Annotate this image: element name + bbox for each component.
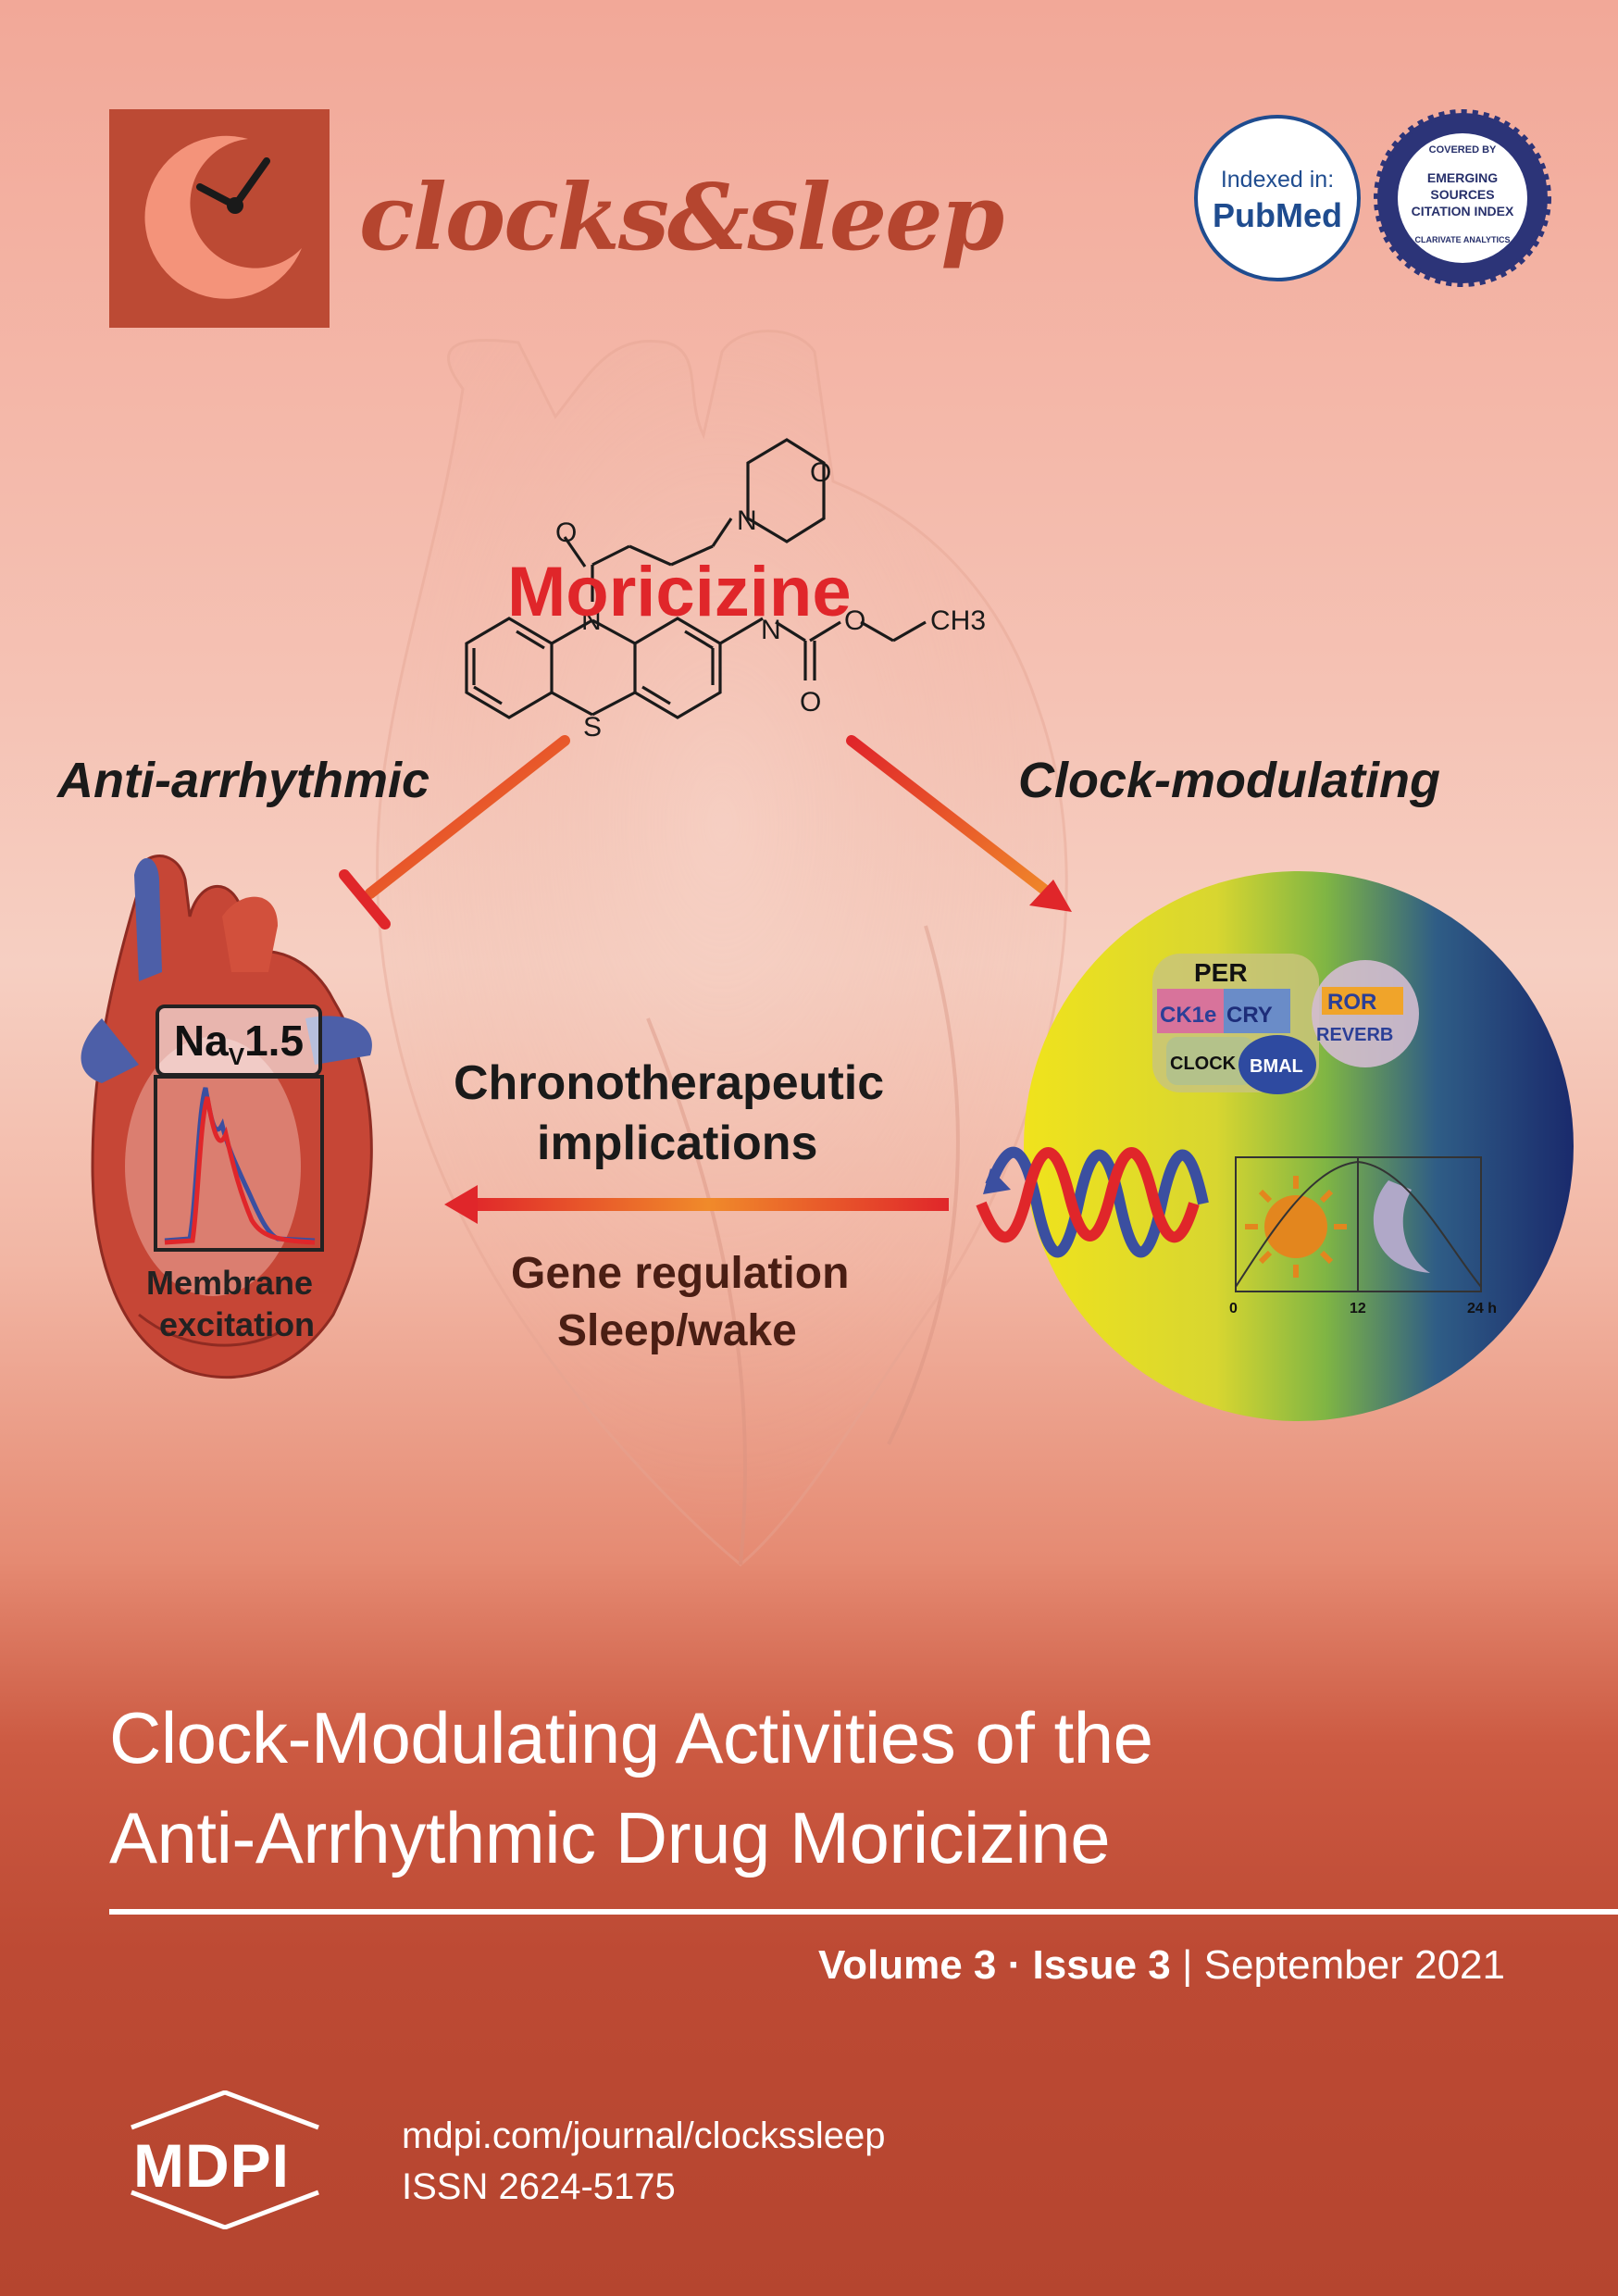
clock-gene-labels: PER CK1e CRY CLOCK BMAL ROR REVERB 0 12 … [1160, 958, 1497, 1316]
chem-atom-labels: N N N S O O O O CH3 [555, 457, 986, 742]
activation-arrow [846, 735, 1072, 912]
esci-line2: SOURCES [1430, 187, 1495, 202]
issn: ISSN 2624-5175 [402, 2166, 676, 2207]
issue-number: Issue 3 [1032, 1942, 1171, 1988]
left-caption-2: excitation [159, 1305, 316, 1343]
svg-text:O: O [844, 605, 865, 636]
issue-divider: | [1181, 1942, 1193, 1988]
journal-logo [109, 109, 330, 328]
feedback-arrow [444, 1185, 949, 1224]
issue-separator: · [1007, 1942, 1022, 1988]
inhibition-arrow [339, 735, 570, 930]
esci-line3: CITATION INDEX [1411, 204, 1514, 218]
esci-bottom: CLARIVATE ANALYTICS [1414, 235, 1511, 244]
publisher-logo: MDPI [133, 2131, 290, 2200]
esci-badge: COVERED BY EMERGING SOURCES CITATION IND… [1374, 109, 1551, 287]
mdpi-hexagon-icon [131, 2090, 319, 2229]
article-title-line1: Clock-Modulating Activities of the [109, 1697, 1153, 1778]
svg-text:ROR: ROR [1327, 990, 1376, 1015]
excitation-trace [154, 1075, 324, 1252]
svg-text:BMAL: BMAL [1250, 1056, 1303, 1077]
moricizine-structure [465, 438, 927, 719]
svg-text:CK1e: CK1e [1160, 1003, 1216, 1028]
title-divider [109, 1909, 1618, 1915]
svg-text:24 h: 24 h [1467, 1301, 1497, 1316]
svg-text:CLOCK: CLOCK [1170, 1054, 1237, 1074]
background-heart [376, 330, 1068, 1566]
issue-date: September 2021 [1203, 1942, 1505, 1988]
pubmed-line1: Indexed in: [1220, 167, 1335, 193]
esci-top: COVERED BY [1428, 144, 1497, 156]
pubmed-line2: PubMed [1213, 196, 1342, 234]
journal-url[interactable]: mdpi.com/journal/clockssleep [402, 2115, 886, 2156]
svg-text:O: O [555, 518, 577, 548]
svg-text:PER: PER [1194, 958, 1248, 987]
left-caption-1: Membrane [146, 1264, 314, 1302]
pubmed-badge: Indexed in: PubMed [1194, 115, 1361, 281]
svg-text:CRY: CRY [1226, 1003, 1273, 1028]
center-line-3: Gene regulation [511, 1249, 850, 1298]
left-effect-label: Anti-arrhythmic [57, 753, 430, 808]
journal-name: clocks&sleep [359, 165, 1004, 271]
channel-label: NaV1.5 [156, 1004, 322, 1077]
svg-text:0: 0 [1229, 1301, 1238, 1316]
anatomical-heart [81, 855, 373, 1379]
svg-text:S: S [583, 712, 602, 742]
svg-text:O: O [810, 457, 831, 488]
svg-text:CH3: CH3 [930, 605, 986, 636]
svg-text:O: O [800, 687, 821, 718]
center-line-4: Sleep/wake [557, 1306, 797, 1355]
issue-info: Volume 3 · Issue 3 | September 2021 [818, 1942, 1505, 1989]
svg-text:REVERB: REVERB [1316, 1025, 1393, 1045]
drug-name: Moricizine [507, 553, 852, 631]
article-title-line2: Anti-Arrhythmic Drug Moricizine [109, 1797, 1111, 1878]
center-line-1: Chronotherapeutic [454, 1056, 885, 1110]
clock-moon-icon [144, 135, 302, 299]
svg-text:N: N [581, 605, 602, 636]
center-line-2: implications [537, 1117, 818, 1170]
esci-line1: EMERGING [1426, 170, 1499, 185]
svg-text:12: 12 [1350, 1301, 1366, 1316]
clock-circle [976, 871, 1574, 1421]
svg-text:N: N [761, 615, 781, 645]
svg-text:N: N [737, 505, 757, 536]
right-effect-label: Clock-modulating [1018, 753, 1440, 808]
volume: Volume 3 [818, 1942, 997, 1988]
esci-inner: COVERED BY EMERGING SOURCES CITATION IND… [1398, 133, 1527, 263]
